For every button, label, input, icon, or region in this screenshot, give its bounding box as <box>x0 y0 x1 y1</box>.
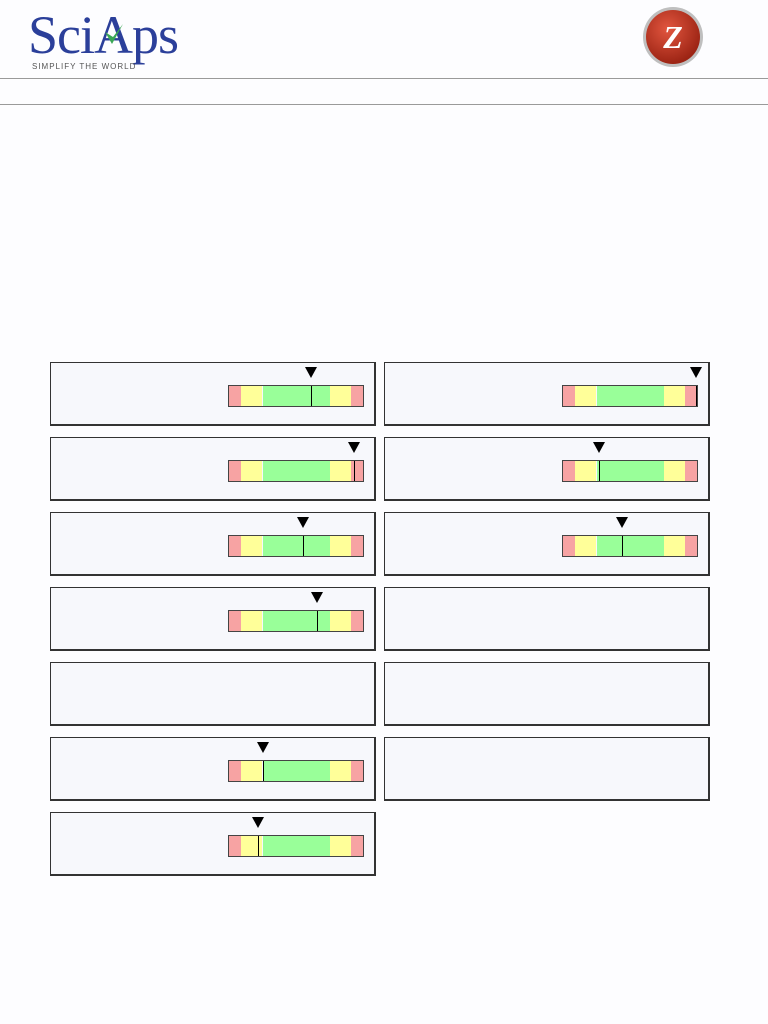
header-divider <box>0 78 768 79</box>
gauge-panel-left-4 <box>50 587 376 651</box>
gauge-zone-green <box>262 761 330 781</box>
gauge-zone-red <box>229 611 241 631</box>
gauge-panel-left-5 <box>50 662 376 726</box>
gauge-bar <box>228 442 364 482</box>
gauge-zone-yellow <box>574 536 597 556</box>
gauge-zone-yellow <box>240 611 263 631</box>
gauge-panel-left-2 <box>50 437 376 501</box>
gauge-zone-yellow <box>240 761 263 781</box>
gauge-zone-red <box>351 536 363 556</box>
gauge-panel-right-5 <box>384 662 710 726</box>
gauge-zone-red <box>351 611 363 631</box>
gauge-panel-left-7 <box>50 812 376 876</box>
gauge-zone-green <box>262 536 330 556</box>
gauge-zone-yellow <box>240 386 263 406</box>
gauge-bar <box>228 592 364 632</box>
triangle-pointer-icon <box>257 742 269 753</box>
gauge-zone-red <box>685 386 697 406</box>
gauge-zone-green <box>596 386 664 406</box>
gauge-zone-yellow <box>574 386 597 406</box>
gauge-value-marker <box>354 461 355 481</box>
gauge-zone-red <box>563 461 575 481</box>
gauge-panel-right-2 <box>384 437 710 501</box>
gauge-zone-yellow <box>240 461 263 481</box>
gauge-bar <box>228 517 364 557</box>
gauge-value-marker <box>263 761 264 781</box>
gauge-zone-red <box>563 536 575 556</box>
triangle-pointer-icon <box>593 442 605 453</box>
gauge-zone-red <box>351 761 363 781</box>
gauge-zone-green <box>262 461 330 481</box>
gauge-zone-red <box>563 386 575 406</box>
gauge-panel-left-1 <box>50 362 376 426</box>
logo-wordmark: SciAps <box>28 5 179 65</box>
gauge-zone-red <box>229 461 241 481</box>
gauge-zone-yellow <box>329 386 352 406</box>
gauge-zone-green <box>596 536 664 556</box>
gauge-zone-yellow <box>329 836 352 856</box>
gauge-zone-yellow <box>329 461 352 481</box>
gauge-zone-green <box>262 836 330 856</box>
gauge-zone-red <box>351 836 363 856</box>
gauge-zone-yellow <box>329 611 352 631</box>
gauge-zone-yellow <box>663 386 686 406</box>
gauge-bar <box>228 817 364 857</box>
gauge-panel-left-6 <box>50 737 376 801</box>
gauge-panel-right-6 <box>384 737 710 801</box>
gauge-bar <box>228 742 364 782</box>
gauge-zone-red <box>351 386 363 406</box>
gauge-value-marker <box>599 461 600 481</box>
gauge-zone-yellow <box>663 536 686 556</box>
gauge-panel-right-3 <box>384 512 710 576</box>
gauge-zone-red <box>229 386 241 406</box>
gauge-zone-yellow <box>329 536 352 556</box>
gauge-zone-yellow <box>240 536 263 556</box>
gauge-zone-red <box>229 536 241 556</box>
gauge-panel-right-4 <box>384 587 710 651</box>
triangle-pointer-icon <box>690 367 702 378</box>
gauge-zone-red <box>229 836 241 856</box>
gauge-zone-green <box>596 461 664 481</box>
triangle-pointer-icon <box>348 442 360 453</box>
gauge-zone-red <box>229 761 241 781</box>
gauge-value-marker <box>622 536 623 556</box>
gauge-zone-yellow <box>574 461 597 481</box>
gauge-bar <box>562 442 698 482</box>
gauge-value-marker <box>258 836 259 856</box>
gauge-bar <box>228 367 364 407</box>
badge-letter: Z <box>662 19 683 55</box>
gauge-zone-green <box>262 386 330 406</box>
triangle-pointer-icon <box>616 517 628 528</box>
z-badge-icon: Z <box>643 7 703 67</box>
sub-header-divider <box>0 104 768 105</box>
gauge-zone-green <box>262 611 330 631</box>
gauge-panel-left-3 <box>50 512 376 576</box>
check-icon <box>105 24 123 44</box>
gauge-bar <box>562 517 698 557</box>
gauge-panel-right-1 <box>384 362 710 426</box>
gauge-zone-red <box>685 536 697 556</box>
gauge-zone-red <box>685 461 697 481</box>
logo-tagline: SIMPLIFY THE WORLD <box>32 62 137 71</box>
sciaps-logo: SciAps SIMPLIFY THE WORLD <box>28 5 218 74</box>
triangle-pointer-icon <box>297 517 309 528</box>
gauge-zone-yellow <box>240 836 263 856</box>
triangle-pointer-icon <box>252 817 264 828</box>
gauge-zone-red <box>351 461 363 481</box>
gauge-bar <box>562 367 702 407</box>
gauge-value-marker <box>317 611 318 631</box>
triangle-pointer-icon <box>305 367 317 378</box>
gauge-zone-yellow <box>663 461 686 481</box>
gauge-value-marker <box>311 386 312 406</box>
gauge-zone-yellow <box>329 761 352 781</box>
triangle-pointer-icon <box>311 592 323 603</box>
gauge-value-marker <box>696 386 697 406</box>
gauge-value-marker <box>303 536 304 556</box>
